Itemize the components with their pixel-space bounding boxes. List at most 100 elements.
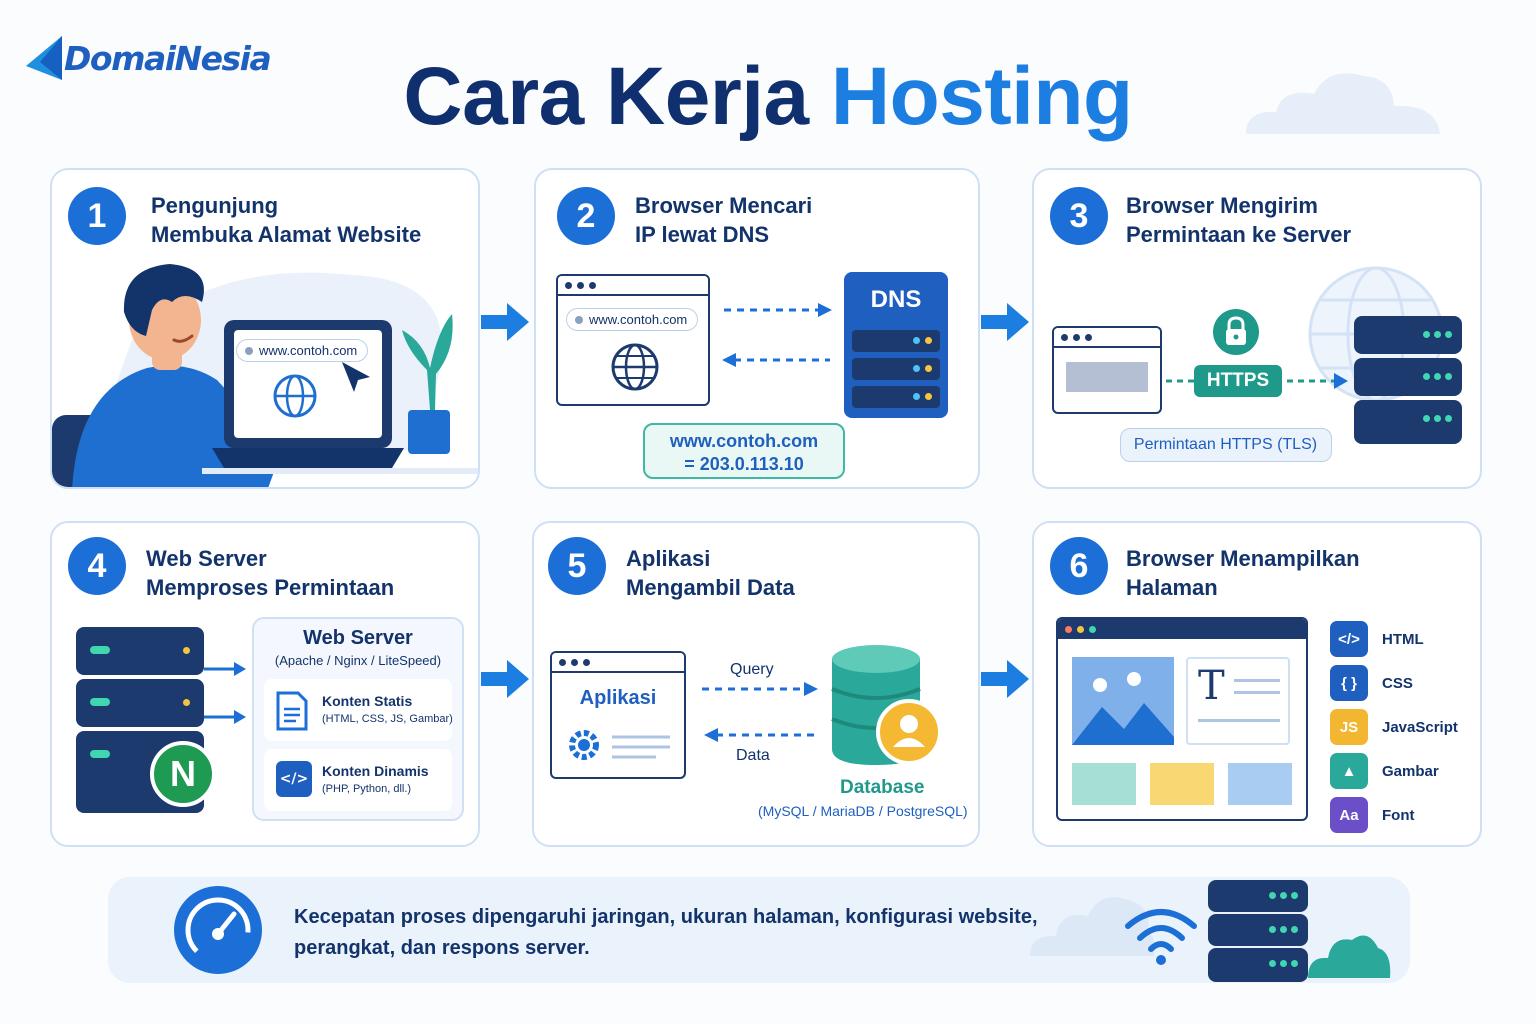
- server-unit: [1354, 400, 1462, 444]
- step-card-2: 2 Browser Mencari IP lewat DNS www.conto…: [534, 168, 980, 489]
- flow-arrow-icon: [981, 303, 1029, 341]
- server-unit: [1354, 358, 1462, 396]
- static-content-item: Konten Statis (HTML, CSS, JS, Gambar): [264, 679, 453, 741]
- asset-item-image: ▲ Gambar: [1330, 753, 1439, 789]
- dynamic-title: Konten Dinamis: [322, 763, 429, 779]
- asset-item-javascript: JS JavaScript: [1330, 709, 1458, 745]
- browser-window: [1052, 326, 1162, 414]
- server-unit: [1208, 948, 1308, 982]
- step-number: 2: [557, 187, 615, 245]
- request-label: Permintaan HTTPS (TLS): [1133, 436, 1318, 453]
- asset-label: Font: [1382, 806, 1415, 824]
- data-label: Data: [736, 747, 770, 764]
- static-title: Konten Statis: [322, 693, 413, 709]
- flow-arrow-icon: [981, 660, 1029, 698]
- flow-arrow-icon: [481, 303, 529, 341]
- step-title: Web Server Memproses Permintaan: [146, 546, 395, 600]
- font-icon: Aa: [1330, 797, 1368, 833]
- web-server-title: Web Server: [303, 627, 413, 649]
- step-card-5: 5 Aplikasi Mengambil Data Aplikasi Query…: [532, 521, 980, 847]
- javascript-icon: JS: [1330, 709, 1368, 745]
- step-title: Aplikasi Mengambil Data: [626, 546, 795, 600]
- content-block: [1072, 763, 1136, 805]
- step-number: 4: [68, 537, 126, 595]
- footer-banner: [108, 877, 1410, 983]
- server-unit: [1208, 880, 1308, 912]
- asset-label: CSS: [1382, 674, 1413, 692]
- title-part2: Hosting: [830, 51, 1133, 142]
- asset-label: JavaScript: [1382, 718, 1458, 736]
- wifi-icon: [1125, 909, 1197, 965]
- window-titlebar: [1054, 328, 1160, 348]
- step-title: Pengunjung Membuka Alamat Website: [151, 193, 422, 247]
- lock-icon: [1213, 309, 1259, 355]
- gear-icon: [569, 730, 670, 760]
- dynamic-content-item: </> Konten Dinamis (PHP, Python, dll.): [264, 749, 452, 811]
- step-number: 1: [68, 187, 126, 245]
- web-server-panel: Web Server (Apache / Nginx / LiteSpeed) …: [252, 617, 464, 821]
- window-titlebar: [552, 653, 684, 673]
- dns-label: DNS: [870, 286, 922, 313]
- nginx-letter: N: [170, 753, 196, 794]
- browser-window: [556, 274, 710, 406]
- flow-arrow-icon: [481, 660, 529, 698]
- dns-resolve-box: www.contoh.com = 203.0.113.10: [643, 423, 845, 479]
- server-unit: [1354, 316, 1462, 354]
- cloud-icon: [1030, 897, 1155, 956]
- window-titlebar: [1058, 619, 1306, 639]
- brand-name: DomaiNesia: [64, 38, 272, 78]
- protocol-label: HTTPS: [1206, 370, 1270, 391]
- nginx-badge: N: [150, 741, 216, 807]
- asset-label: Gambar: [1382, 762, 1439, 780]
- step-title: Browser Mengirim Permintaan ke Server: [1126, 193, 1352, 247]
- footer-text: Kecepatan proses dipengaruhi jaringan, u…: [294, 906, 1038, 959]
- text-block: T: [1186, 657, 1290, 745]
- static-sub: (HTML, CSS, JS, Gambar): [322, 713, 453, 725]
- window-titlebar: [558, 276, 708, 296]
- server-unit: [1208, 914, 1308, 946]
- dns-server: DNS: [844, 272, 948, 418]
- step-card-3: 3 Browser Mengirim Permintaan ke Server …: [1032, 168, 1482, 489]
- brand-logo[interactable]: DomaiNesia: [26, 30, 272, 86]
- html-icon: </>: [1330, 621, 1368, 657]
- step-card-4: 4 Web Server Memproses Permintaan N Web …: [50, 521, 480, 847]
- person-laptop-illustration: [52, 264, 478, 487]
- content-block: [1150, 763, 1214, 805]
- resolve-domain: www.contoh.com: [669, 431, 819, 451]
- application-window: Aplikasi: [550, 651, 686, 779]
- step-title: Browser Mencari IP lewat DNS: [635, 193, 813, 247]
- bush-icon: [1308, 935, 1391, 978]
- request-label-box: Permintaan HTTPS (TLS): [1120, 428, 1332, 462]
- step-title: Browser Menampilkan Halaman: [1126, 546, 1360, 600]
- https-badge: HTTPS: [1194, 365, 1282, 397]
- step-number: 5: [548, 537, 606, 595]
- dns-exchange-arrows: [722, 303, 832, 367]
- rendered-page-window: T: [1056, 617, 1308, 821]
- code-icon: </>: [276, 761, 312, 797]
- image-asset-icon: ▲: [1330, 753, 1368, 789]
- step-number: 6: [1050, 537, 1108, 595]
- text-glyph: T: [1198, 663, 1225, 709]
- step-card-6: 6 Browser Menampilkan Halaman T </> HTML…: [1032, 521, 1482, 847]
- https-connection-line: [1166, 373, 1348, 389]
- web-server-subtitle: (Apache / Nginx / LiteSpeed): [274, 653, 442, 668]
- document-icon: [276, 691, 308, 731]
- dynamic-sub: (PHP, Python, dll.): [322, 783, 412, 795]
- request-arrows: [204, 662, 246, 724]
- asset-item-css: { } CSS: [1330, 665, 1413, 701]
- asset-label: HTML: [1382, 630, 1424, 648]
- address-bar: www.contoh.com: [236, 339, 369, 362]
- app-label: Aplikasi: [579, 687, 657, 709]
- content-block: [1228, 763, 1292, 805]
- server-unit: [76, 627, 204, 675]
- page-title: Cara Kerja Hosting: [0, 50, 1536, 144]
- resolve-ip: = 203.0.113.10: [684, 454, 804, 474]
- query-data-arrows: [702, 682, 820, 742]
- css-icon: { }: [1330, 665, 1368, 701]
- step-number: 3: [1050, 187, 1108, 245]
- step-card-1: 1 Pengunjung Membuka Alamat Website www.…: [50, 168, 480, 489]
- user-icon: [876, 699, 942, 765]
- db-label: Database: [840, 777, 925, 798]
- db-sub: (MySQL / MariaDB / PostgreSQL): [758, 803, 968, 819]
- globe-icon: [611, 343, 659, 391]
